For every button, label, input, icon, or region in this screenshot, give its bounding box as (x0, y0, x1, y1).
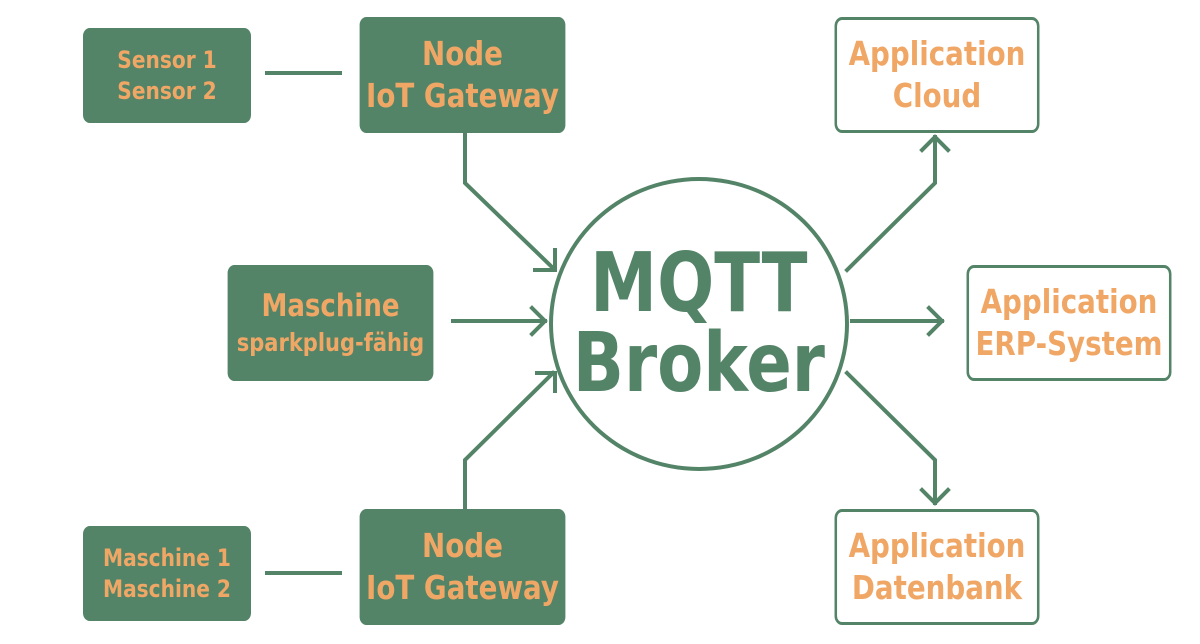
sensors-box: Sensor 1 Sensor 2 (83, 28, 251, 123)
machine-2-label: Maschine 2 (103, 574, 231, 603)
node-iot-gateway-bottom: Node IoT Gateway (359, 509, 566, 625)
node-bottom-title: Node (422, 525, 503, 565)
node-bottom-subtitle: IoT Gateway (366, 568, 559, 607)
machine-1-label: Maschine 1 (103, 543, 231, 572)
arrow-node-bottom-broker (463, 370, 556, 509)
node-iot-gateway-top: Node IoT Gateway (359, 17, 566, 133)
arrow-broker-database (844, 370, 937, 505)
arrowhead-database (919, 487, 951, 506)
machine-sparkplug-box: Maschine sparkplug-fähig (227, 265, 434, 381)
application-database-box: Application Datenbank (834, 509, 1040, 625)
arrowhead-node-bottom (535, 371, 557, 393)
arrowhead-node-top (533, 248, 557, 272)
app-cloud-subtitle: Cloud (892, 76, 982, 115)
app-erp-title: Application (980, 281, 1158, 321)
mqtt-broker-circle: MQTT Broker (549, 177, 849, 471)
machines-box: Maschine 1 Maschine 2 (83, 526, 251, 621)
node-top-subtitle: IoT Gateway (366, 76, 559, 115)
sensor-1-label: Sensor 1 (117, 45, 217, 74)
app-db-subtitle: Datenbank (851, 568, 1023, 607)
broker-subtitle: Broker (572, 316, 826, 411)
arrow-broker-cloud (844, 135, 937, 273)
app-db-title: Application (848, 525, 1026, 565)
machine-subtitle: sparkplug-fähig (236, 327, 425, 357)
arrowhead-erp (926, 305, 945, 337)
application-cloud-box: Application Cloud (834, 17, 1040, 133)
arrowhead-machine (529, 305, 548, 337)
broker-title: MQTT (590, 235, 808, 331)
node-top-title: Node (422, 33, 503, 73)
arrow-node-top-broker (463, 133, 556, 271)
application-erp-box: Application ERP-System (966, 265, 1172, 381)
sensor-2-label: Sensor 2 (117, 76, 217, 105)
machine-title: Maschine (261, 288, 400, 325)
app-cloud-title: Application (848, 33, 1026, 73)
arrowhead-cloud (919, 134, 951, 153)
app-erp-subtitle: ERP-System (975, 324, 1163, 363)
